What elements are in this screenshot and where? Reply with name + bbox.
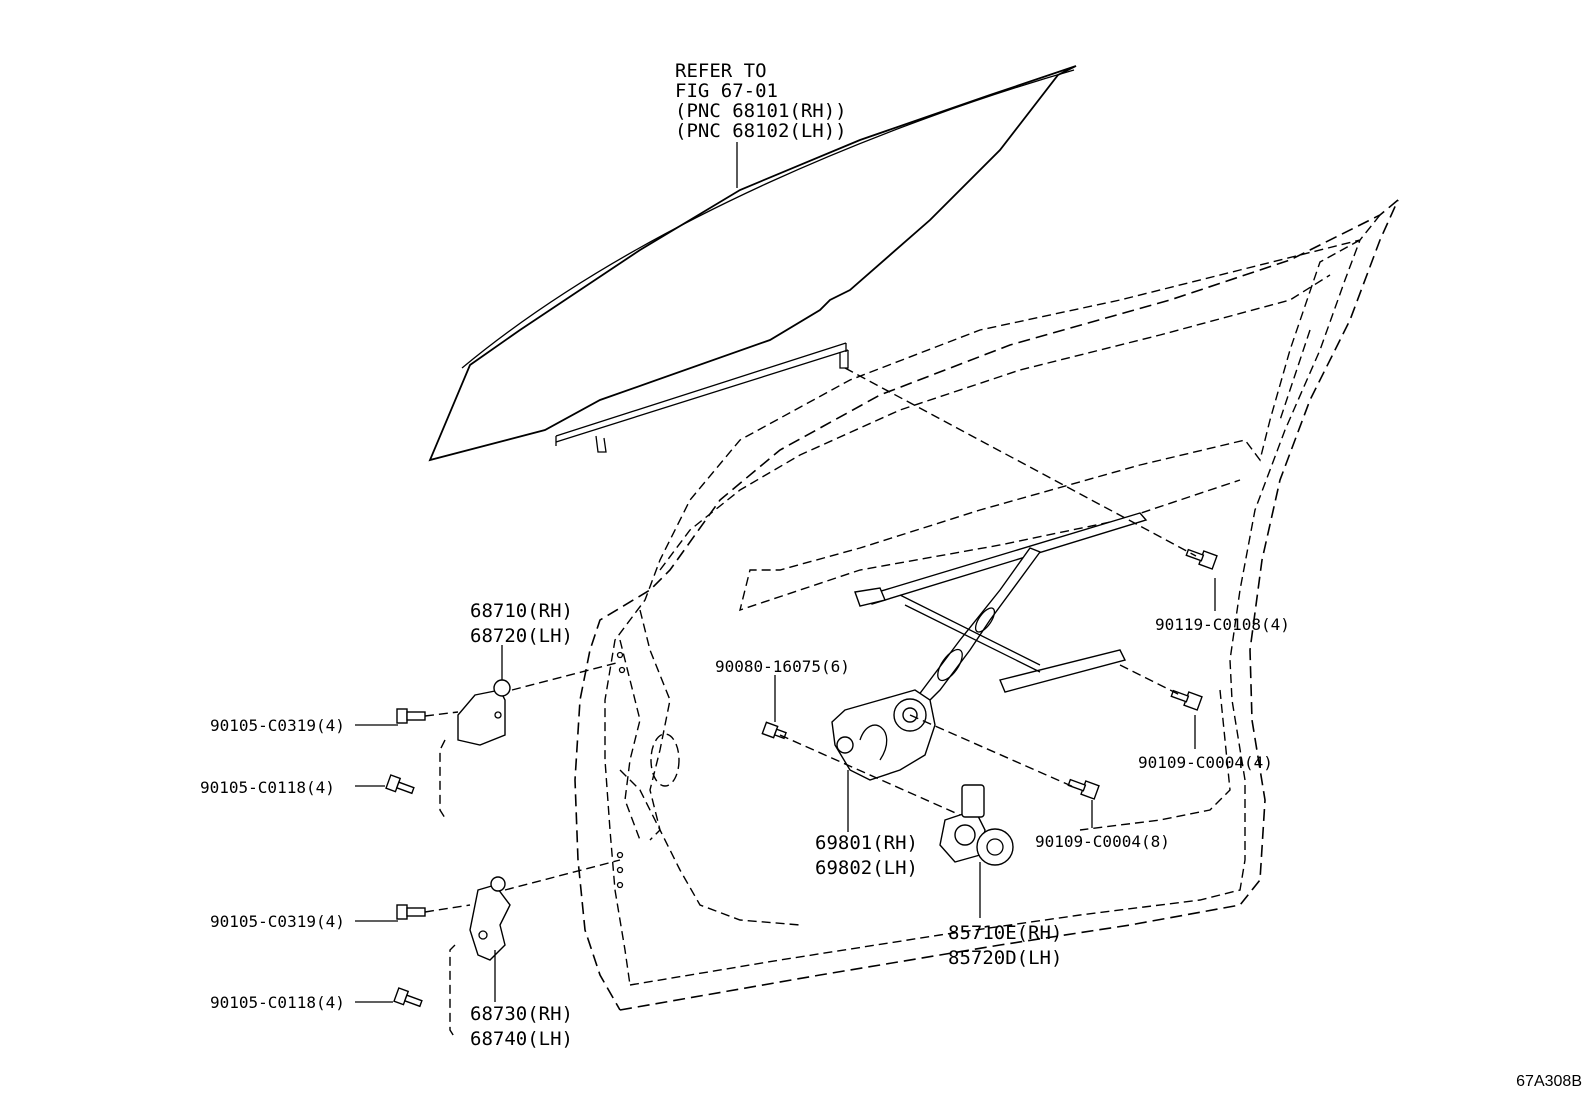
door-outline (574, 199, 1399, 1011)
bolt-icon (393, 987, 423, 1008)
glass-note-line-3: (PNC 68101(RH)) (675, 100, 847, 122)
upper-hinge-rh-label: 68710(RH) (470, 600, 573, 622)
bolt-upper-hinge-label: 90105-C0319(4) (210, 716, 345, 735)
bolt-center-label: 90109-C0004(8) (1035, 832, 1170, 851)
upper-hinge (457, 679, 511, 746)
regulator-motor (939, 784, 1014, 866)
bolt-icon (1170, 689, 1203, 711)
glass-note-line-2: FIG 67-01 (675, 80, 778, 102)
regulator-rh-label: 69801(RH) (815, 832, 918, 854)
bolt-icon (1067, 778, 1100, 800)
motor-rh-label: 85710E(RH) (948, 922, 1063, 944)
lower-hinge-lh-label: 68740(LH) (470, 1028, 573, 1050)
upper-hinge-lh-label: 68720(LH) (470, 625, 573, 647)
bolt-lower-hinge-2-label: 90105-C0118(4) (210, 993, 345, 1012)
diagram-code: 67A308B (1516, 1073, 1582, 1090)
bolt-icon (396, 708, 426, 724)
assembly-lines (424, 367, 1197, 1039)
door-glass (428, 65, 1077, 462)
lower-hinge-rh-label: 68730(RH) (470, 1003, 573, 1025)
bolt-icon (761, 721, 787, 740)
motor-lh-label: 85720D(LH) (948, 947, 1063, 969)
window-regulator (831, 512, 1148, 781)
bolt-top-right-label: 90119-C0108(4) (1155, 615, 1290, 634)
bolt-right-label: 90109-C0004(4) (1138, 753, 1273, 772)
bolt-icon (385, 774, 415, 795)
bolt-upper-hinge-2-label: 90105-C0118(4) (200, 778, 335, 797)
bolt-icon (396, 904, 426, 920)
glass-note-line-4: (PNC 68102(LH)) (675, 120, 847, 142)
bolt-lower-hinge-label: 90105-C0319(4) (210, 912, 345, 931)
regulator-bolt-label: 90080-16075(6) (715, 657, 850, 676)
glass-note-line-1: REFER TO (675, 60, 767, 82)
bolt-icon (1185, 548, 1218, 570)
lower-hinge (469, 876, 511, 961)
leader-lines (355, 142, 1216, 1003)
regulator-lh-label: 69802(LH) (815, 857, 918, 879)
